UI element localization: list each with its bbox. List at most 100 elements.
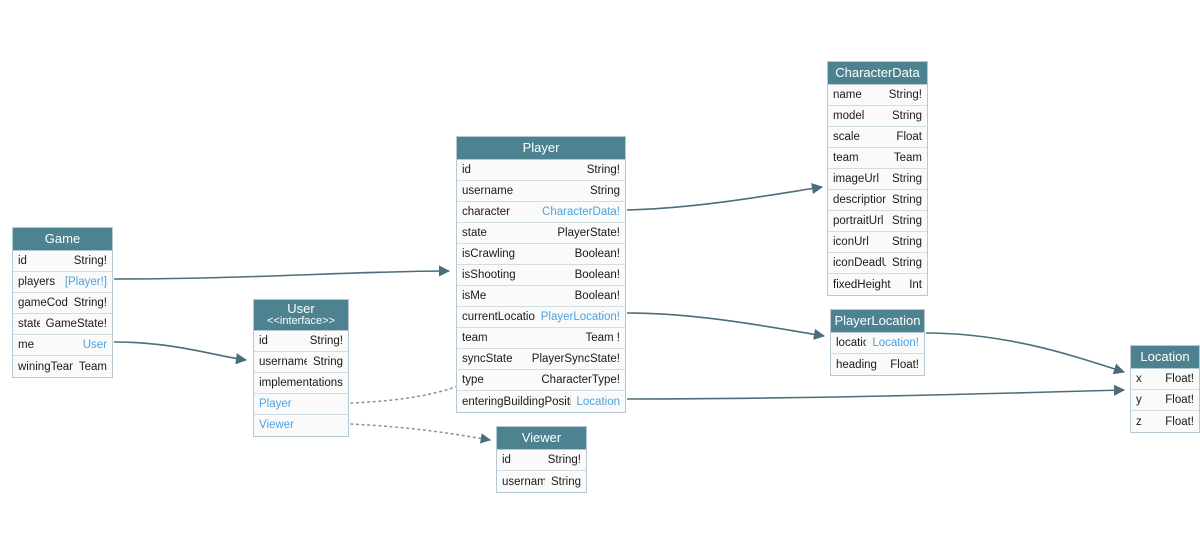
- field-player-id[interactable]: id String!: [457, 160, 625, 181]
- field-characterdata-fixedheight[interactable]: fixedHeight Int: [828, 274, 927, 295]
- field-name: id: [462, 164, 471, 176]
- field-game-me[interactable]: me User: [13, 335, 112, 356]
- field-game-winingteam[interactable]: winingTeam Team: [13, 356, 112, 377]
- field-type: Boolean!: [574, 269, 620, 281]
- field-type: String: [891, 236, 922, 248]
- field-location-x[interactable]: x Float!: [1131, 369, 1199, 390]
- field-type: Float!: [1165, 373, 1194, 385]
- entity-game[interactable]: Game id String! players [Player!] gameCo…: [12, 227, 113, 378]
- field-name: y: [1136, 394, 1142, 406]
- field-type: Boolean!: [574, 248, 620, 260]
- field-type: String: [891, 257, 922, 269]
- field-name: location: [836, 337, 866, 349]
- field-type: Float!: [890, 358, 919, 371]
- field-name: iconUrl: [833, 236, 869, 248]
- entity-location-title: Location: [1131, 346, 1199, 369]
- field-name: id: [18, 255, 27, 267]
- field-name: id: [259, 334, 268, 347]
- field-type: String: [550, 475, 581, 488]
- field-type: CharacterData!: [542, 206, 620, 218]
- field-type: String: [312, 355, 343, 368]
- field-type: Team !: [585, 332, 620, 344]
- field-player-team[interactable]: team Team !: [457, 328, 625, 349]
- field-name: description: [833, 194, 886, 206]
- field-player-username[interactable]: username String: [457, 181, 625, 202]
- field-player-isme[interactable]: isMe Boolean!: [457, 286, 625, 307]
- field-characterdata-iconurl[interactable]: iconUrl String: [828, 232, 927, 253]
- field-name: Viewer: [259, 419, 294, 432]
- field-user-impl-player[interactable]: Player: [254, 393, 348, 415]
- entity-characterdata[interactable]: CharacterData name String! model String …: [827, 61, 928, 296]
- field-name: username: [462, 185, 514, 197]
- field-player-type[interactable]: type CharacterType!: [457, 370, 625, 391]
- field-user-impl-viewer[interactable]: Viewer: [254, 414, 348, 436]
- entity-location[interactable]: Location x Float! y Float! z Float!: [1130, 345, 1200, 433]
- field-game-players[interactable]: players [Player!]: [13, 272, 112, 293]
- field-type: Float!: [1165, 415, 1194, 428]
- field-name: imageUrl: [833, 173, 880, 185]
- field-type: String!: [309, 334, 343, 347]
- field-type: String: [891, 215, 922, 227]
- field-characterdata-team[interactable]: team Team: [828, 148, 927, 169]
- field-characterdata-description[interactable]: description String: [828, 190, 927, 211]
- field-viewer-id[interactable]: id String!: [497, 450, 586, 471]
- field-type: [Player!]: [64, 276, 107, 288]
- field-name: state: [18, 318, 40, 330]
- field-location-y[interactable]: y Float!: [1131, 390, 1199, 411]
- field-game-state[interactable]: state GameState!: [13, 314, 112, 335]
- field-name: state: [462, 227, 487, 239]
- field-type: Float: [896, 131, 922, 143]
- field-type: String: [891, 110, 922, 122]
- entity-user-stereotype: <<interface>>: [267, 315, 335, 328]
- field-player-isshooting[interactable]: isShooting Boolean!: [457, 265, 625, 286]
- field-characterdata-model[interactable]: model String: [828, 106, 927, 127]
- field-name: syncState: [462, 353, 513, 365]
- field-name: isMe: [462, 290, 487, 302]
- field-viewer-username[interactable]: username String: [497, 471, 586, 492]
- field-location-z[interactable]: z Float!: [1131, 411, 1199, 432]
- field-type: String!: [547, 454, 581, 466]
- field-name: currentLocation: [462, 311, 535, 323]
- entity-playerlocation[interactable]: PlayerLocation location Location! headin…: [830, 309, 925, 376]
- field-type: PlayerLocation!: [540, 311, 620, 323]
- field-user-id[interactable]: id String!: [254, 330, 348, 352]
- field-game-gamecode[interactable]: gameCode String!: [13, 293, 112, 314]
- field-player-state[interactable]: state PlayerState!: [457, 223, 625, 244]
- field-name: name: [833, 89, 862, 101]
- field-player-currentlocation[interactable]: currentLocation PlayerLocation!: [457, 307, 625, 328]
- field-characterdata-icondeadurl[interactable]: iconDeadUrl String: [828, 253, 927, 274]
- field-playerlocation-location[interactable]: location Location!: [831, 333, 924, 354]
- field-user-username[interactable]: username String: [254, 351, 348, 373]
- field-type: PlayerState!: [557, 227, 620, 239]
- edge-user-implements-viewer: [350, 423, 492, 444]
- entity-viewer[interactable]: Viewer id String! username String: [496, 426, 587, 493]
- field-playerlocation-heading[interactable]: heading Float!: [831, 354, 924, 375]
- field-name: players: [18, 276, 56, 288]
- field-characterdata-scale[interactable]: scale Float: [828, 127, 927, 148]
- edge-playerlocation-location-to-location: [925, 332, 1126, 375]
- field-game-id[interactable]: id String!: [13, 251, 112, 272]
- field-type: Location: [576, 395, 620, 408]
- field-type: String!: [73, 255, 107, 267]
- field-characterdata-imageurl[interactable]: imageUrl String: [828, 169, 927, 190]
- field-player-character[interactable]: character CharacterData!: [457, 202, 625, 223]
- field-player-enteringbuildingposition[interactable]: enteringBuildingPosition Location: [457, 391, 625, 412]
- entity-player-title: Player: [457, 137, 625, 160]
- entity-playerlocation-title: PlayerLocation: [831, 310, 924, 333]
- field-name: winingTeam: [18, 360, 73, 373]
- field-name: heading: [836, 358, 877, 371]
- field-type: String!: [888, 89, 922, 101]
- field-player-iscrawling[interactable]: isCrawling Boolean!: [457, 244, 625, 265]
- edge-game-players-to-player: [113, 265, 451, 280]
- entity-player[interactable]: Player id String! username String charac…: [456, 136, 626, 413]
- field-type: Int: [909, 278, 922, 291]
- field-type: String: [589, 185, 620, 197]
- field-characterdata-name[interactable]: name String!: [828, 85, 927, 106]
- entity-user[interactable]: User <<interface>> id String! username S…: [253, 299, 349, 437]
- entity-viewer-title: Viewer: [497, 427, 586, 450]
- field-player-syncstate[interactable]: syncState PlayerSyncState!: [457, 349, 625, 370]
- field-name: z: [1136, 415, 1142, 428]
- field-characterdata-portraiturl[interactable]: portraitUrl String: [828, 211, 927, 232]
- field-name: type: [462, 374, 484, 386]
